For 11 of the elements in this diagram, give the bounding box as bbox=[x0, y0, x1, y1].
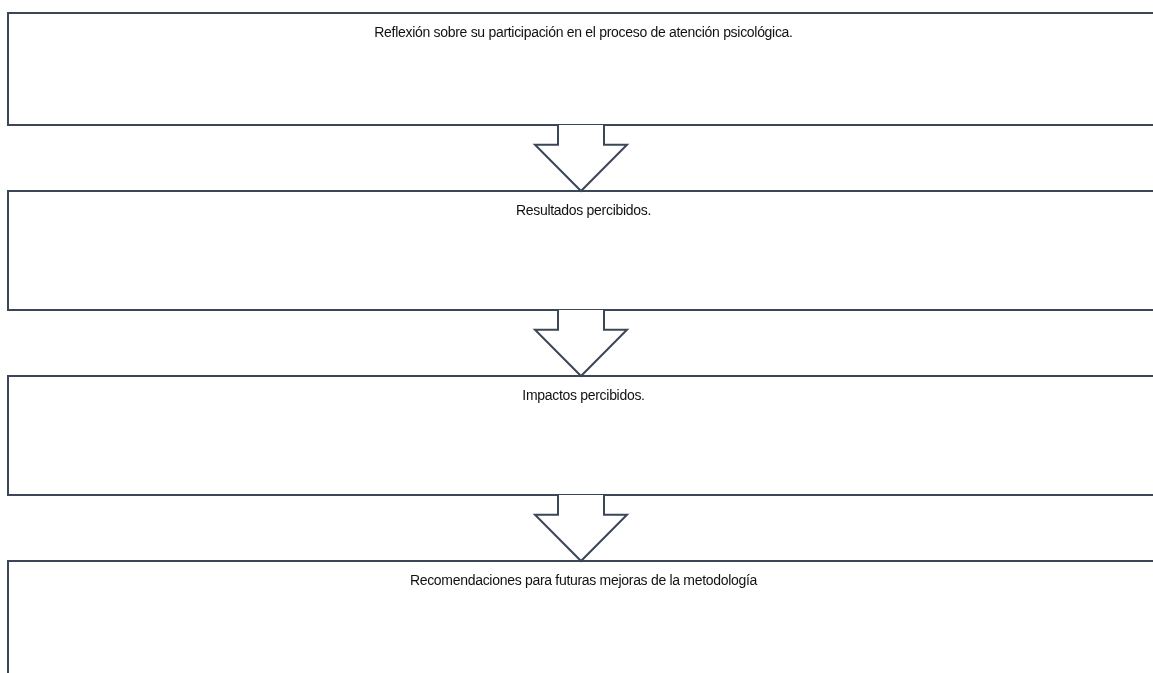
block-arrow bbox=[532, 309, 630, 378]
block-arrow bbox=[532, 494, 630, 563]
box-label: Reflexión sobre su participación en el proceso de atención psicológica. bbox=[373, 24, 794, 40]
process-box bbox=[7, 560, 1153, 673]
box-label: Impactos percibidos. bbox=[521, 387, 646, 403]
box-label: Resultados percibidos. bbox=[514, 202, 652, 218]
box-label: Recomendaciones para futuras mejoras de la metodología bbox=[408, 572, 759, 588]
process-box bbox=[7, 190, 1153, 311]
process-box bbox=[7, 375, 1153, 496]
block-arrow bbox=[532, 124, 630, 193]
process-box bbox=[7, 12, 1153, 126]
